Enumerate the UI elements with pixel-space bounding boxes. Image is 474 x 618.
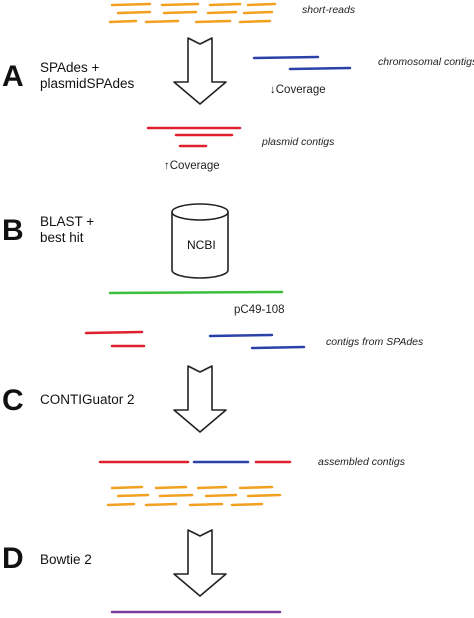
short-read [188,502,224,507]
plasmid-contigs-group [146,126,242,148]
reference-plasmid-label: pC49-108 [234,304,285,316]
short-read [110,2,152,7]
short-read [110,485,144,490]
chromosomal-contigs-label: chromosomal contigs [378,56,474,68]
short-read [206,10,238,15]
step-letter-a: A [2,60,24,93]
short-read [246,2,277,7]
short-read [242,10,274,15]
chromosomal-contig [250,345,306,350]
step-letter-b: B [2,214,24,247]
step-letter-d: D [2,542,24,575]
ncbi-database-icon [171,203,229,279]
flow-arrow-a [173,37,227,105]
step-letter-c: C [2,384,24,417]
spades-contigs-group [84,330,306,350]
chromosomal-contig [288,66,352,71]
short-read [196,485,228,490]
short-reads-group-top [108,2,277,24]
flow-arrow-d [173,529,227,597]
short-read [194,19,232,24]
short-read [238,485,274,490]
short-read [208,2,242,7]
short-reads-label: short-reads [302,4,356,16]
coverage-down-label: ↓Coverage [270,84,326,96]
step-name-b-line2: best hit [40,230,84,245]
ncbi-label: NCBI [187,238,216,252]
short-read [158,493,194,498]
chromosomal-contig [208,333,274,338]
flow-arrow-c [173,365,227,433]
step-name-a-line1: SPAdes + [40,60,100,75]
coverage-up-label: ↑Coverage [164,160,220,172]
step-name-d: Bowtie 2 [40,552,92,567]
short-read [108,19,138,24]
step-name-a-line2: plasmidSPAdes [40,76,135,91]
short-read [144,19,180,24]
plasmid-contig [84,330,144,335]
short-read [116,493,150,498]
short-read [116,10,152,15]
short-read [106,502,136,507]
short-read [144,502,178,507]
step-name-c: CONTIGuator 2 [40,392,135,407]
chromosomal-contig [252,55,320,60]
short-read [160,2,200,7]
assembled-contigs-label: assembled contigs [318,456,405,468]
reference-plasmid-line [108,290,284,295]
short-read [238,19,272,24]
contigs-from-spades-label: contigs from SPAdes [326,336,424,348]
short-read [154,485,188,490]
chromosomal-contigs-group [252,55,352,71]
step-name-b-line1: BLAST + [40,214,95,229]
short-read [230,502,264,507]
short-read [204,493,238,498]
short-reads-group-bottom [106,485,282,507]
short-read [162,10,198,15]
short-read [246,493,282,498]
plasmid-contigs-label: plasmid contigs [262,136,335,148]
